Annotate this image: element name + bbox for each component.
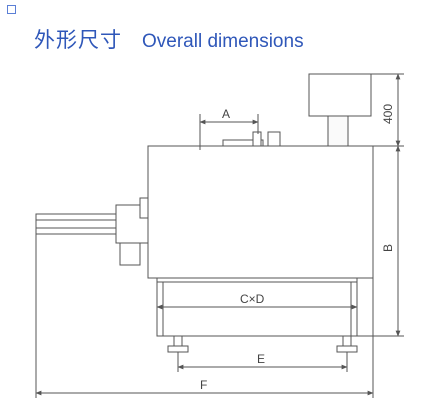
motor-shaft-block [327,115,349,147]
checkbox-icon [7,5,16,14]
side-discharge [35,197,149,266]
section-title: 外形尺寸 Overall dimensions [34,24,304,54]
main-body [147,145,374,279]
right-foot [336,335,358,353]
motor-housing [308,73,372,117]
label-e: E [257,352,265,366]
top-opening [222,131,281,147]
label-f: F [200,378,207,392]
label-400: 400 [381,104,395,124]
label-cxd: C×D [240,292,265,306]
title-chinese: 外形尺寸 [34,28,122,52]
title-english: Overall dimensions [142,31,304,52]
label-b: B [381,244,395,252]
left-foot [167,335,189,353]
label-a: A [222,107,230,121]
